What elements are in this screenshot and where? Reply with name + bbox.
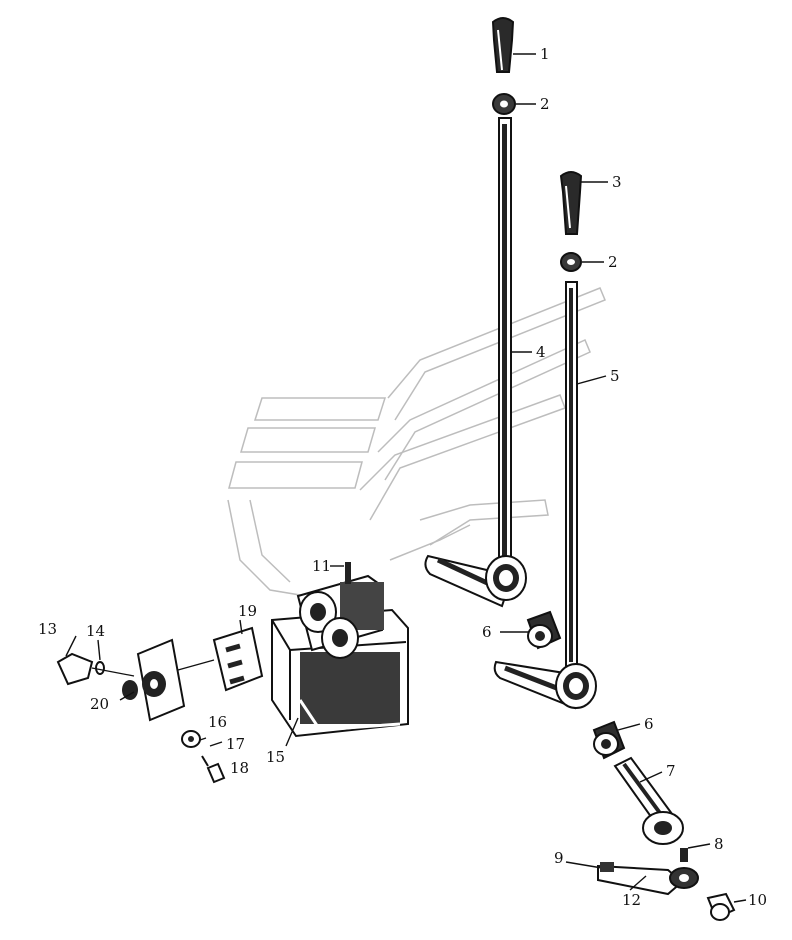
callout-13: 13: [38, 620, 57, 638]
callout-1: 1: [540, 45, 550, 63]
part-3-knob: [559, 171, 583, 235]
callout-5: 5: [610, 367, 620, 385]
callout-18: 18: [230, 759, 249, 777]
leader-lines: [65, 53, 747, 903]
part-20-cover-plate: [122, 638, 186, 722]
callout-9: 9: [554, 849, 564, 867]
callout-10: 10: [748, 891, 767, 909]
callout-17: 17: [226, 735, 245, 753]
callout-6-lower: 6: [644, 715, 654, 733]
part-1-knob: [491, 17, 515, 73]
part-6-bushing-upper: [526, 610, 562, 650]
lever-arm-lower: [493, 660, 597, 710]
callout-labels: 1 2 3 2 4 5 6 6 7 8 9 10 11 12 13 14 15 …: [38, 45, 767, 909]
watermark-logo: [227, 287, 606, 601]
part-10-bolt: [706, 892, 736, 921]
part-5-lever-rod: [565, 281, 578, 668]
part-16-nut: [181, 730, 201, 748]
callout-14: 14: [86, 622, 105, 640]
part-2-nut-lower: [560, 252, 582, 272]
part-2-nut-upper: [492, 93, 516, 115]
part-19-plate: [212, 626, 264, 692]
part-11-screw: [345, 562, 351, 584]
callout-8: 8: [714, 835, 724, 853]
callout-20: 20: [90, 695, 109, 713]
lever-arm-upper: [424, 554, 527, 608]
part-13-bolt: [56, 652, 94, 686]
part-14-washer: [91, 661, 135, 677]
part-18-screw: [206, 762, 226, 784]
part-4-lever-rod: [498, 117, 512, 567]
part-6-bushing-lower: [592, 720, 626, 760]
callout-4: 4: [536, 343, 546, 361]
callout-11: 11: [312, 557, 331, 575]
callout-6-upper: 6: [482, 623, 492, 641]
callout-2-upper: 2: [540, 95, 550, 113]
callout-19: 19: [238, 602, 257, 620]
callout-2-lower: 2: [608, 253, 618, 271]
callout-12: 12: [622, 891, 641, 909]
callout-16: 16: [208, 713, 227, 731]
part-7-pin-shaft: [613, 756, 684, 845]
part-19-connector: [177, 659, 215, 671]
part-8-small-pin: [680, 848, 688, 862]
part-15-bracket: [271, 574, 409, 738]
callout-3: 3: [612, 173, 622, 191]
part-17-washer: [201, 755, 209, 767]
part-9-screw: [565, 861, 614, 872]
part-12-link: [597, 864, 699, 896]
callout-7: 7: [666, 762, 676, 780]
callout-15: 15: [266, 748, 285, 766]
